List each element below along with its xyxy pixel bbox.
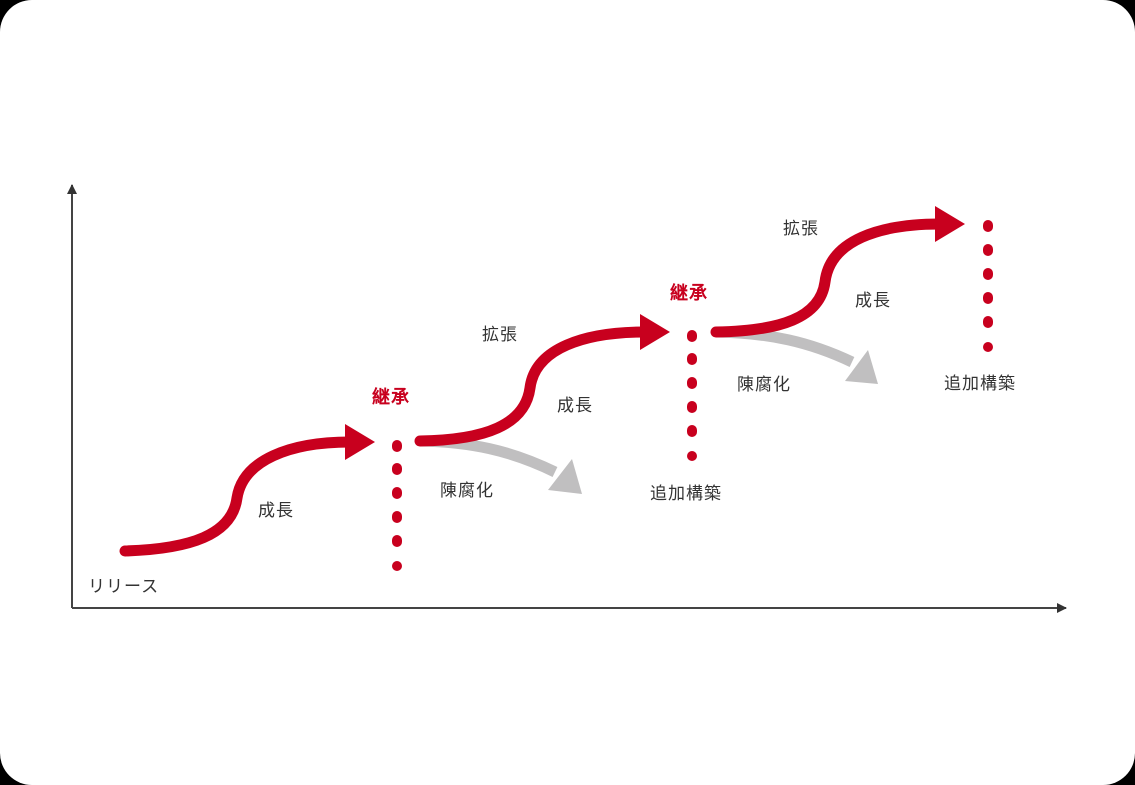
label-expand-1: 拡張	[482, 325, 518, 345]
label-growth-2: 成長	[557, 396, 593, 416]
growth-arrow-2	[414, 314, 670, 447]
dotted-line-3	[983, 220, 993, 352]
label-obsolete-2: 陳腐化	[737, 375, 791, 395]
label-expand-2: 拡張	[783, 219, 819, 239]
label-release: リリース	[88, 577, 160, 597]
axes	[67, 184, 1067, 613]
growth-arrow-3	[710, 206, 965, 338]
growth-arrow-1	[119, 424, 375, 557]
label-obsolete-1: 陳腐化	[440, 481, 494, 501]
label-additional-2: 追加構築	[944, 374, 1016, 394]
dotted-line-1	[392, 440, 402, 571]
label-growth-3: 成長	[855, 291, 891, 311]
label-growth-1: 成長	[258, 501, 294, 521]
label-inherit-2: 継承	[670, 283, 708, 304]
label-inherit-1: 継承	[372, 387, 410, 408]
dotted-line-2	[687, 330, 697, 461]
label-additional-1: 追加構築	[650, 484, 722, 504]
